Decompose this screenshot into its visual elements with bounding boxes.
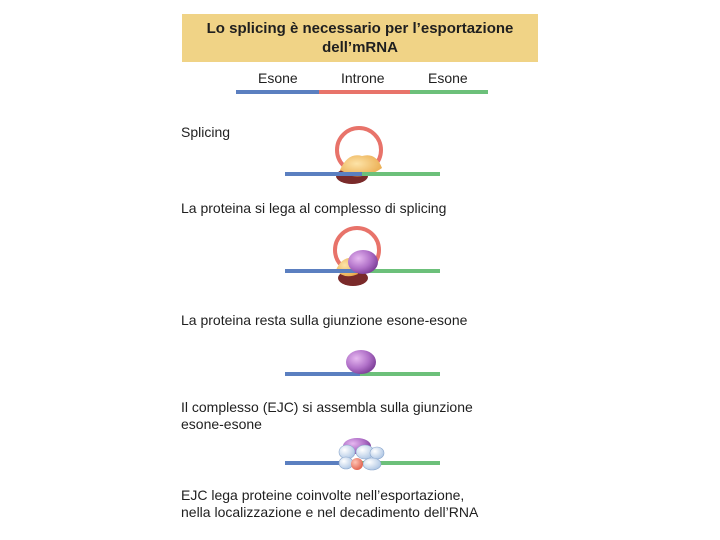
- step-4-figure: [285, 438, 440, 471]
- step-3-caption: La proteina resta sulla giunzione esone-…: [181, 312, 467, 329]
- step-4-line-1: Il complesso (EJC) si assembla sulla giu…: [181, 399, 473, 415]
- ejc-subunit: [338, 456, 354, 470]
- step-5-line-1: EJC lega proteine coinvolte nell’esporta…: [181, 487, 465, 503]
- title-line-2: dell’mRNA: [322, 39, 398, 56]
- step-3-line-1: La proteina resta sulla giunzione esone-…: [181, 312, 468, 328]
- step-1-line-1: Splicing: [181, 124, 231, 140]
- step-4-caption: Il complesso (EJC) si assembla sulla giu…: [181, 399, 473, 433]
- ejc-subunit: [362, 457, 382, 471]
- ejc-subunit: [369, 446, 385, 460]
- step-1-figure: [285, 126, 440, 184]
- step-1-caption: Splicing: [181, 124, 230, 141]
- title-line-1: Lo splicing è necessario per l’esportazi…: [206, 20, 514, 37]
- spliceosome-orange: [340, 155, 382, 177]
- step-5-caption: EJC lega proteine coinvolte nell’esporta…: [181, 487, 478, 521]
- step-2-figure: [285, 226, 440, 286]
- title-box: Lo splicing è necessario per l’esportazi…: [182, 14, 538, 62]
- ejc-red-subunit: [351, 458, 363, 470]
- step-2-line-1: La proteina si lega al complesso di spli…: [181, 200, 447, 216]
- label-exon-left: Esone: [258, 70, 298, 86]
- step-3-figure: [285, 350, 440, 376]
- step-4-line-2: esone-esone: [181, 416, 262, 432]
- step-2-caption: La proteina si lega al complesso di spli…: [181, 200, 446, 217]
- protein-blob: [348, 250, 378, 274]
- protein-blob: [346, 350, 376, 374]
- step-5-line-2: nella localizzazione e nel decadimento d…: [181, 504, 479, 520]
- label-intron: Introne: [341, 70, 385, 86]
- label-exon-right: Esone: [428, 70, 468, 86]
